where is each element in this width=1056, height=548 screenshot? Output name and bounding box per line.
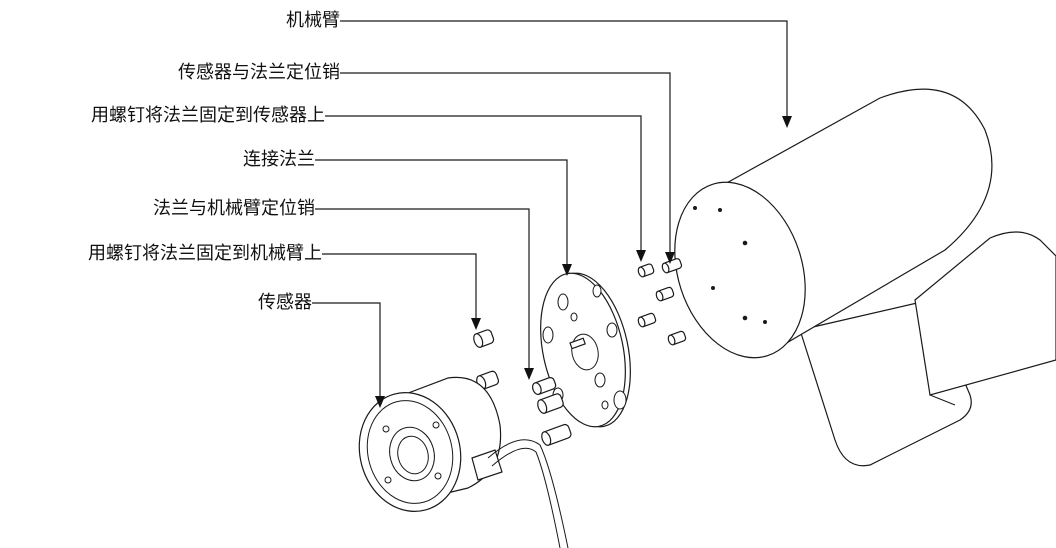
- label-screw-flange-to-sensor: 用螺钉将法兰固定到传感器上: [91, 105, 325, 126]
- leader-lines: [312, 20, 792, 408]
- label-flange-arm-pin: 法兰与机械臂定位销: [153, 198, 315, 219]
- label-sensor: 传感器: [258, 292, 312, 313]
- screw-group-flange-to-arm: [637, 258, 687, 346]
- label-screw-flange-to-arm: 用螺钉将法兰固定到机械臂上: [88, 243, 322, 264]
- sensor-drawing: [358, 376, 569, 548]
- label-sensor-flange-pin: 传感器与法兰定位销: [178, 62, 340, 83]
- robot-arm-drawing: [674, 88, 1056, 467]
- connection-flange-drawing: [540, 272, 631, 428]
- label-connection-flange: 连接法兰: [243, 149, 315, 170]
- label-robot-arm: 机械臂: [286, 10, 340, 31]
